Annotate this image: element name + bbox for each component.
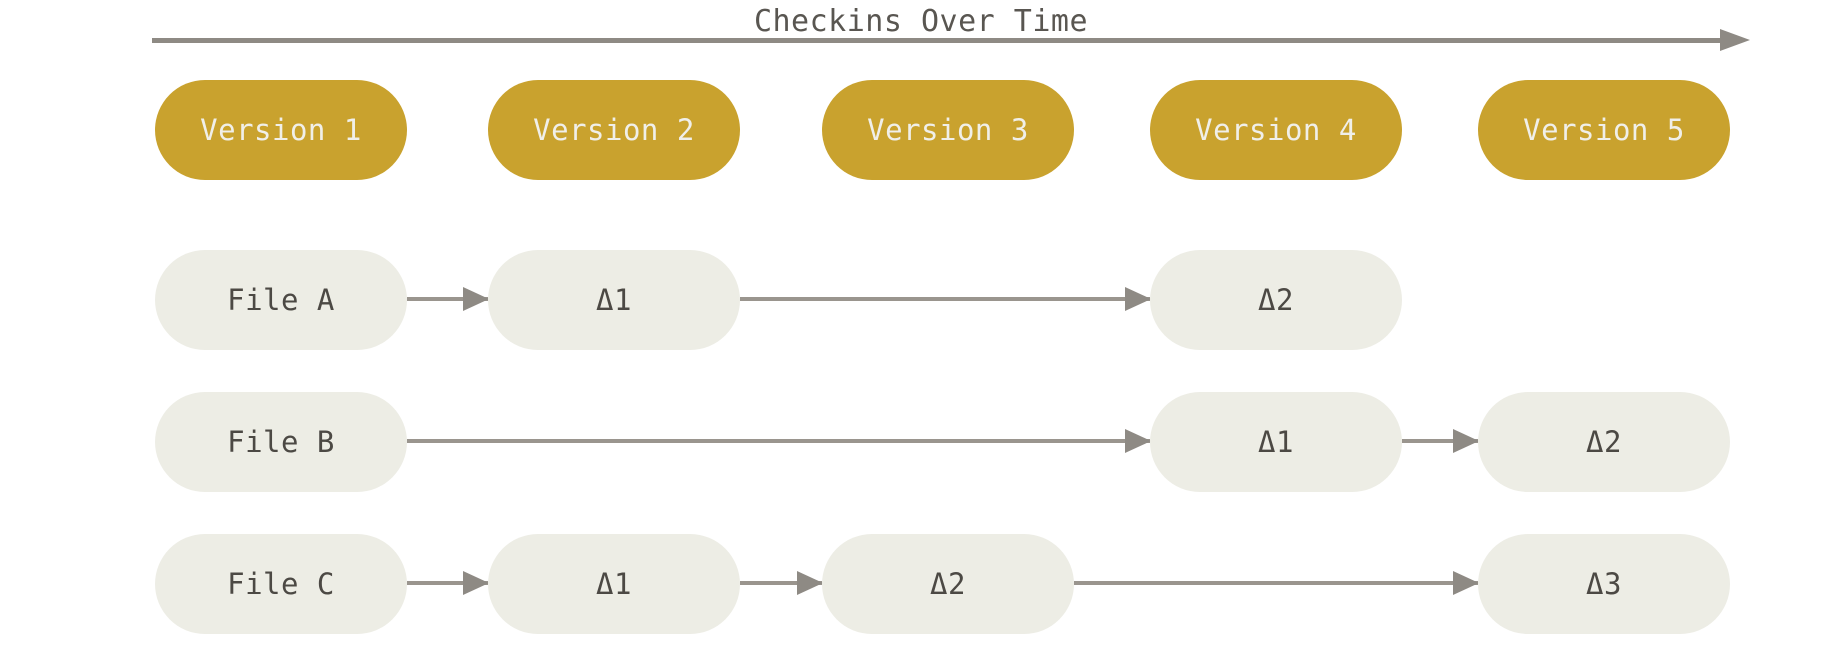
connector-arrow	[407, 571, 489, 595]
arrow-right-icon	[463, 287, 489, 311]
arrow-right-icon	[797, 571, 823, 595]
connector-arrow	[1402, 429, 1479, 453]
connector-arrow	[740, 287, 1151, 311]
delta-label: Δ1	[1258, 425, 1294, 459]
delta-node-box[interactable]: Δ1	[488, 534, 740, 634]
arrow-right-icon	[463, 571, 489, 595]
connector-line	[740, 581, 822, 585]
arrow-right-icon	[1125, 429, 1151, 453]
delta-label: Δ2	[1586, 425, 1622, 459]
delta-label: Δ3	[1586, 567, 1622, 601]
version-pill-label: Version 5	[1523, 113, 1685, 147]
delta-node-box[interactable]: Δ1	[1150, 392, 1402, 492]
file-row: File B Δ1 Δ2	[0, 392, 1842, 492]
version-pill-label: Version 4	[1195, 113, 1357, 147]
connector-line	[407, 297, 488, 301]
arrow-right-icon	[1125, 287, 1151, 311]
arrow-right-icon	[1453, 571, 1479, 595]
connector-line	[407, 581, 488, 585]
connector-arrow	[740, 571, 823, 595]
version-pill-2[interactable]: Version 2	[488, 80, 740, 180]
timeline-axis	[152, 29, 1750, 51]
arrow-right-icon	[1453, 429, 1479, 453]
file-label-box[interactable]: File B	[155, 392, 407, 492]
version-pill-label: Version 2	[533, 113, 695, 147]
file-label: File A	[227, 283, 335, 317]
file-row: File A Δ1 Δ2	[0, 250, 1842, 350]
version-header-row: Version 1 Version 2 Version 3 Version 4 Vers…	[0, 80, 1842, 180]
connector-arrow	[407, 287, 489, 311]
delta-label: Δ2	[1258, 283, 1294, 317]
file-row: File C Δ1 Δ2 Δ3	[0, 534, 1842, 634]
file-label-box[interactable]: File A	[155, 250, 407, 350]
version-pill-label: Version 1	[200, 113, 362, 147]
version-pill-5[interactable]: Version 5	[1478, 80, 1730, 180]
connector-line	[740, 297, 1150, 301]
connector-line	[407, 439, 1150, 443]
arrow-right-icon	[1720, 29, 1750, 51]
file-label: File B	[227, 425, 335, 459]
timeline-axis-line	[152, 38, 1722, 43]
delta-node-box[interactable]: Δ2	[1150, 250, 1402, 350]
delta-node-box[interactable]: Δ2	[1478, 392, 1730, 492]
delta-label: Δ1	[596, 567, 632, 601]
version-pill-label: Version 3	[867, 113, 1029, 147]
connector-arrow	[1074, 571, 1479, 595]
connector-arrow	[407, 429, 1151, 453]
connector-line	[1074, 581, 1478, 585]
delta-node-box[interactable]: Δ1	[488, 250, 740, 350]
page-title: Checkins Over Time	[753, 4, 1089, 39]
file-label-box[interactable]: File C	[155, 534, 407, 634]
version-pill-1[interactable]: Version 1	[155, 80, 407, 180]
version-pill-3[interactable]: Version 3	[822, 80, 1074, 180]
delta-label: Δ1	[596, 283, 632, 317]
delta-node-box[interactable]: Δ3	[1478, 534, 1730, 634]
version-pill-4[interactable]: Version 4	[1150, 80, 1402, 180]
connector-line	[1402, 439, 1478, 443]
delta-node-box[interactable]: Δ2	[822, 534, 1074, 634]
delta-label: Δ2	[930, 567, 966, 601]
file-label: File C	[227, 567, 335, 601]
